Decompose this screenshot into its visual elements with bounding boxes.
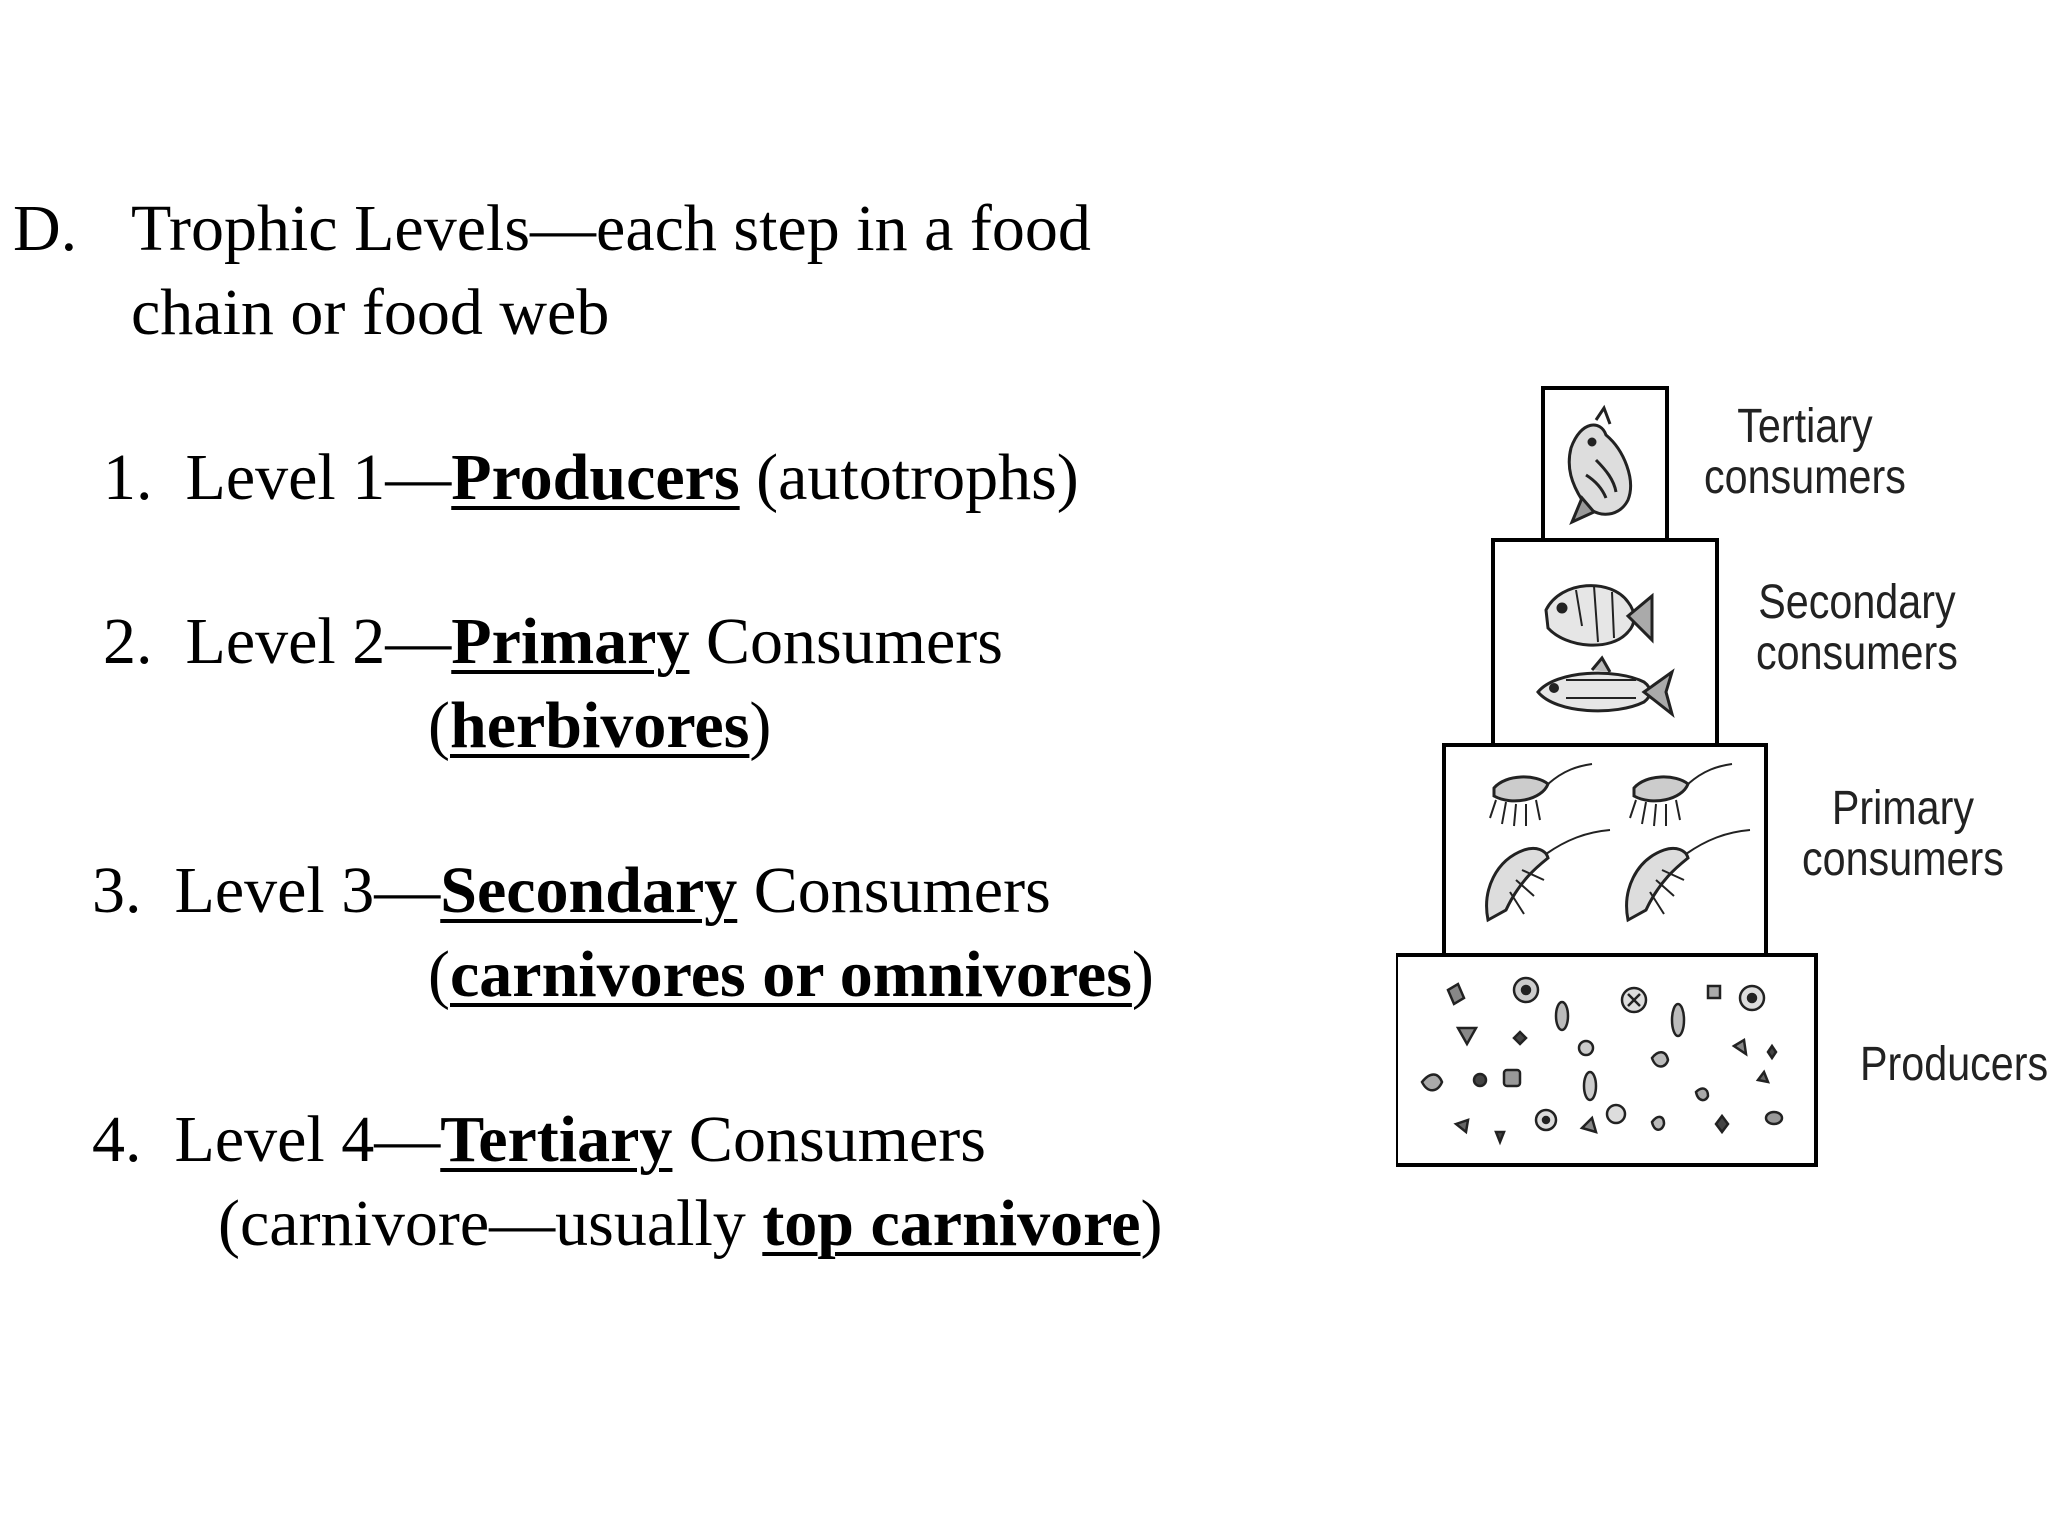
level-3-detail-close: ) [1131,938,1154,1011]
section-title: Trophic Levels—each step in a food [131,192,1091,265]
tier-label-primary-line2: consumers [1802,832,2004,886]
level-2-prefix: Level 2— [185,605,452,678]
tier-label-primary-line1: Primary [1831,782,1975,835]
level-4-detail-keyword: top carnivore [762,1187,1141,1260]
level-2-detail-close: ) [749,689,772,762]
tier-label-tertiary-line1: Tertiary [1737,400,1873,453]
level-1-item: 1. Level 1—Producers (autotrophs) [103,445,1079,511]
level-4-suffix: Consumers [672,1103,986,1176]
tier-label-secondary-line1: Secondary [1758,576,1956,629]
level-3-prefix: Level 3— [174,854,441,927]
level-3-number: 3. [92,854,142,927]
tier-label-tertiary: Tertiary consumers [1704,400,1906,504]
tier-label-tertiary-line2: consumers [1704,450,1906,504]
fish-icon [1536,584,1675,718]
level-3-detail-keyword: carnivores or omnivores [449,938,1132,1011]
level-2-detail: (herbivores) [428,693,771,759]
tier-label-producers-line1: Producers [1860,1038,2048,1091]
level-3-detail: (carnivores or omnivores) [428,942,1154,1008]
tier-box-primary [1442,743,1768,957]
level-4-item: 4. Level 4—Tertiary Consumers [92,1107,986,1173]
tier-label-producers: Producers [1860,1038,2048,1091]
level-1-keyword: Producers [451,441,740,514]
level-1-number: 1. [103,441,153,514]
level-3-detail-open: ( [428,938,450,1011]
shrimp-icon [1485,763,1751,923]
level-4-detail-close: ) [1140,1187,1163,1260]
tier-label-secondary-line2: consumers [1756,626,1958,680]
level-4-prefix: Level 4— [174,1103,441,1176]
level-2-keyword: Primary [451,605,690,678]
level-4-keyword: Tertiary [440,1103,673,1176]
level-2-detail-keyword: herbivores [449,689,750,762]
section-title-continued: chain or food web [131,276,610,349]
level-2-detail-open: ( [428,689,450,762]
trophic-pyramid-diagram: Tertiary consumers Secondary consumers P… [1396,380,2048,1180]
level-2-number: 2. [103,605,153,678]
level-1-prefix: Level 1— [185,441,452,514]
tier-label-secondary: Secondary consumers [1756,576,1958,680]
level-3-keyword: Secondary [440,854,738,927]
plankton-icon [1420,976,1784,1146]
section-marker: D. [13,192,78,265]
level-3-item: 3. Level 3—Secondary Consumers [92,858,1051,924]
level-1-suffix: (autotrophs) [739,441,1079,514]
level-2-item: 2. Level 2—Primary Consumers [103,609,1003,675]
level-4-detail-open: (carnivore—usually [218,1187,763,1260]
level-4-number: 4. [92,1103,142,1176]
tier-label-primary: Primary consumers [1802,782,2004,886]
fish-predator-icon [1567,404,1633,525]
level-3-suffix: Consumers [737,854,1051,927]
level-2-suffix: Consumers [689,605,1003,678]
level-4-detail: (carnivore—usually top carnivore) [218,1191,1163,1257]
